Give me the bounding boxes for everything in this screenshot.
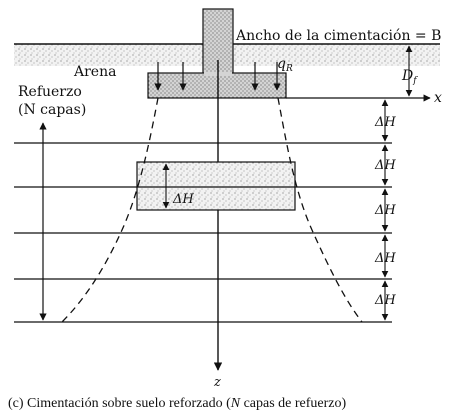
delta-h-label-2: ΔH: [374, 158, 396, 173]
figure-caption: (c) Cimentación sobre suelo reforzado (N…: [8, 396, 347, 411]
delta-h-label-4: ΔH: [374, 251, 396, 266]
refuerzo-label: Refuerzo: [18, 84, 82, 100]
delta-h-label-3: ΔH: [374, 203, 396, 218]
pressure-arrows: [154, 62, 281, 91]
reinforced-zone: [136, 161, 296, 211]
arena-label: Arena: [73, 64, 116, 80]
block-delta-h-label: ΔH: [172, 192, 194, 207]
n-capas-label: (N capas): [18, 102, 86, 118]
ancho-label: Ancho de la cimentación = B: [235, 28, 441, 44]
delta-h-label-1: ΔH: [374, 115, 396, 130]
failure-line-left: [61, 97, 159, 323]
qr-label: qR: [277, 56, 293, 74]
footing: [147, 72, 287, 99]
delta-h-label-5: ΔH: [374, 293, 396, 308]
z-axis-label: z: [213, 375, 221, 390]
x-axis-label: x: [434, 90, 442, 106]
failure-line-right: [277, 97, 363, 323]
df-label: Df: [401, 68, 418, 86]
